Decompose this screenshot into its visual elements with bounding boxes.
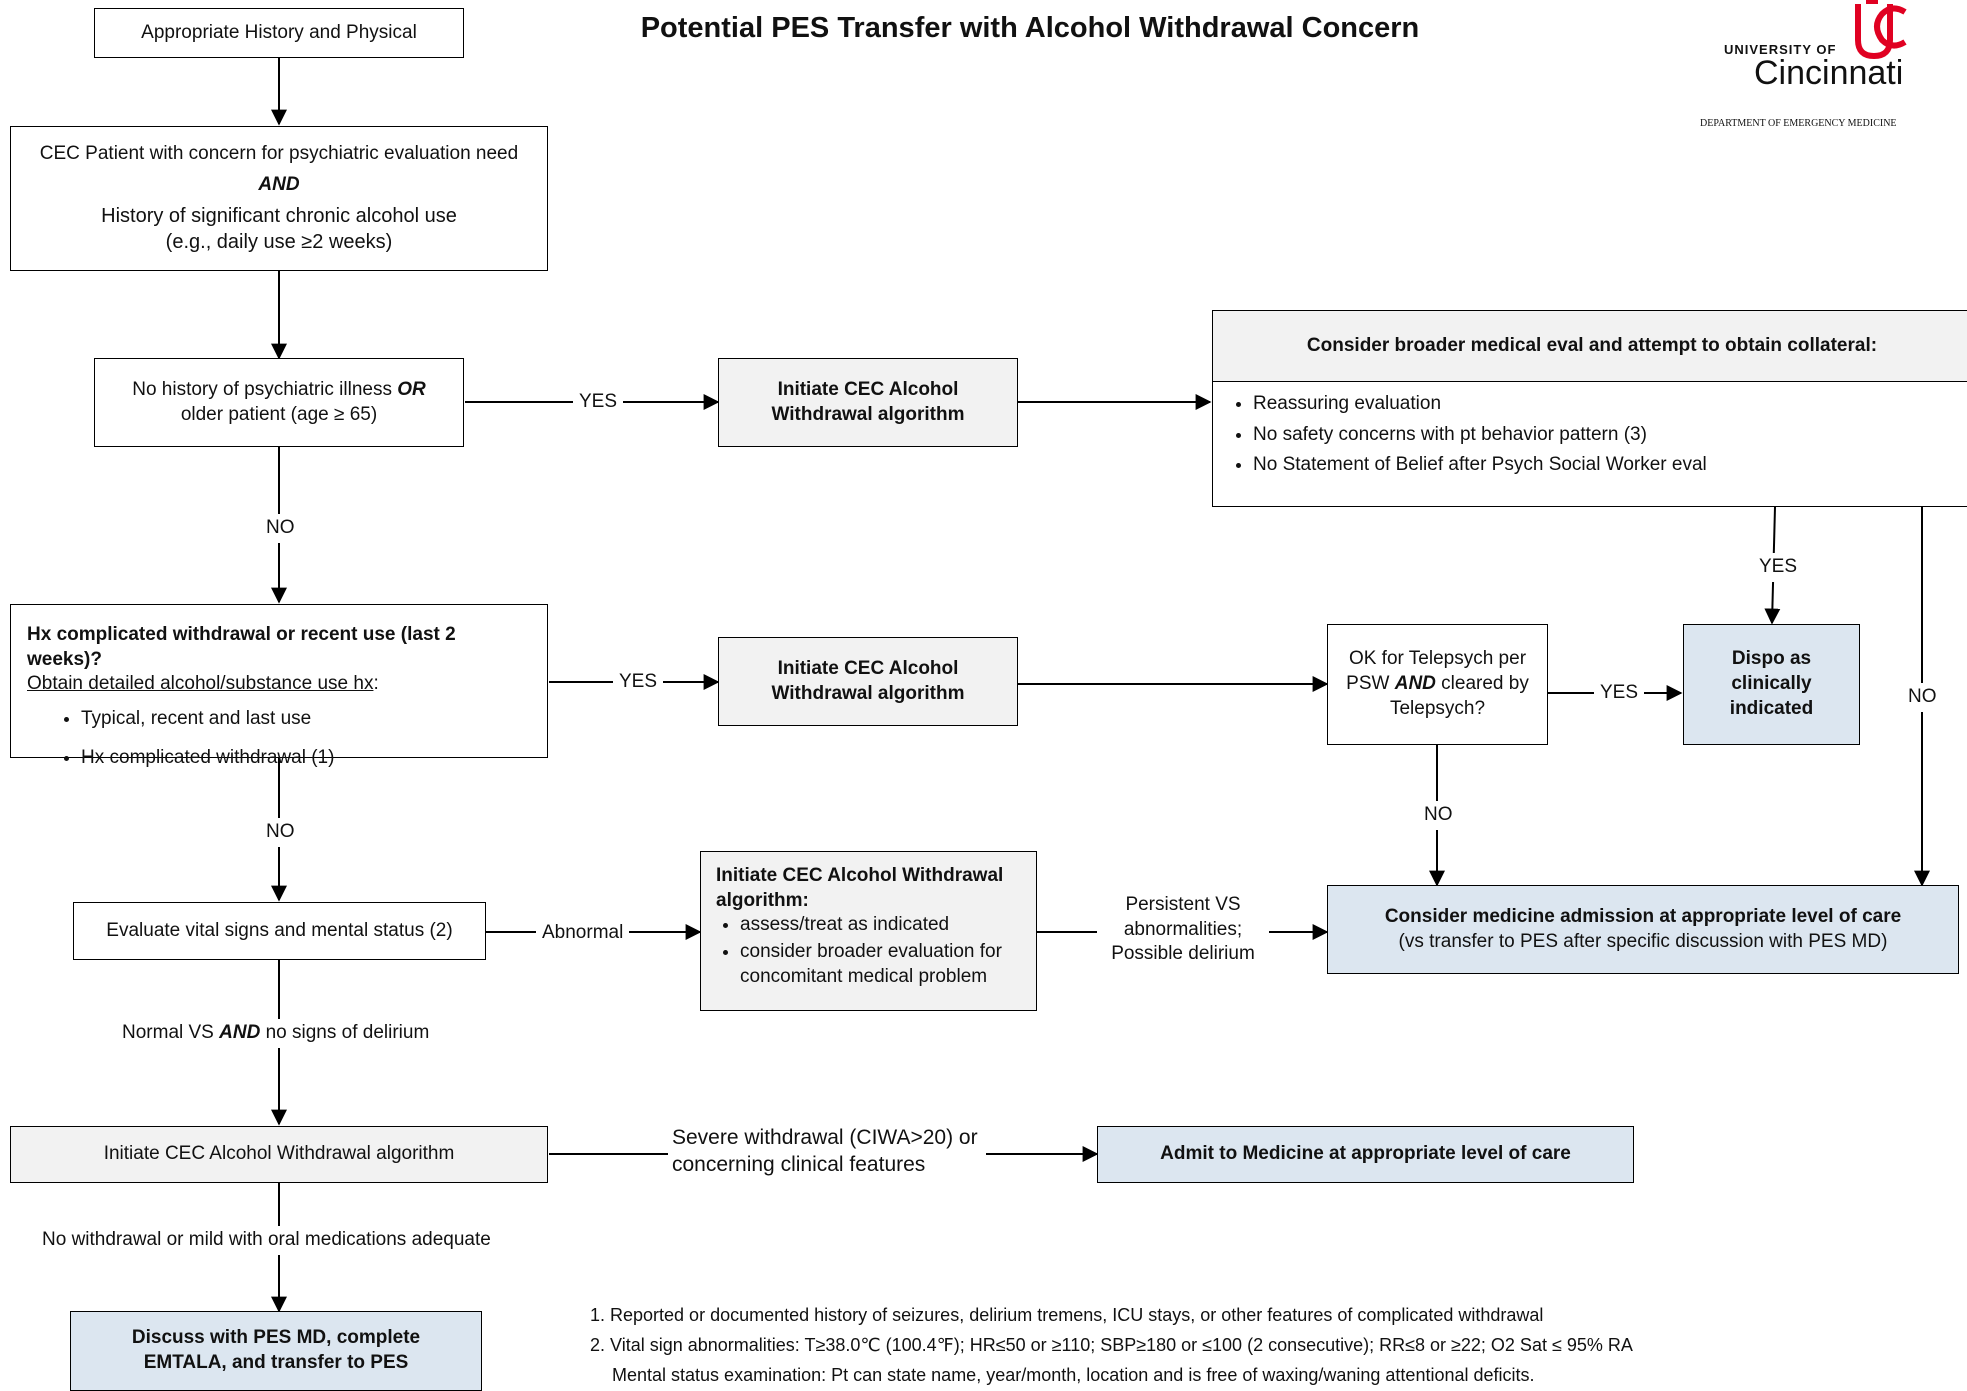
label-no-2: NO xyxy=(264,818,297,847)
broader-eval-item: No Statement of Belief after Psych Socia… xyxy=(1253,453,1967,478)
broader-eval-item: Reassuring evaluation xyxy=(1253,392,1967,417)
initiate-cec-text-1: Initiate CEC Alcohol Withdrawal algorith… xyxy=(771,378,965,425)
initiate-cec-3-list: assess/treat as indicated consider broad… xyxy=(716,913,1022,989)
history-physical-box: Appropriate History and Physical xyxy=(94,8,464,58)
label-normal-vs-a: Normal VS xyxy=(122,1022,214,1043)
initiate-cec-box-2: Initiate CEC Alcohol Withdrawal algorith… xyxy=(718,637,1018,726)
telepsych-line1: OK for Telepsych per xyxy=(1348,648,1527,670)
initiate-cec-box-4: Initiate CEC Alcohol Withdrawal algorith… xyxy=(10,1126,548,1183)
telepsych-line2: PSW AND cleared by xyxy=(1346,672,1529,697)
label-no-1: NO xyxy=(264,514,297,543)
discuss-pes-box: Discuss with PES MD, complete EMTALA, an… xyxy=(70,1311,482,1391)
label-yes-2: YES xyxy=(613,670,664,695)
hx-complicated-list: Typical, recent and last use Hx complica… xyxy=(27,707,533,770)
initiate-cec-3-heading: Initiate CEC Alcohol Withdrawal algorith… xyxy=(716,865,1004,911)
broader-eval-list: Reassuring evaluation No safety concerns… xyxy=(1213,382,1967,478)
university-logo: UNIVERSITY OF Cincinnati DEPARTMENT OF E… xyxy=(1700,0,1967,130)
label-no-broader: NO xyxy=(1906,683,1939,712)
telepsych-line3: Telepsych? xyxy=(1389,697,1486,719)
cec-patient-line3: (e.g., daily use ≥2 weeks) xyxy=(165,231,393,254)
label-abnormal: Abnormal xyxy=(536,921,630,946)
hx-complicated-box: Hx complicated withdrawal or recent use … xyxy=(10,604,548,768)
label-no-withdrawal: No withdrawal or mild with oral medicati… xyxy=(36,1226,497,1255)
no-psych-line2: older patient (age ≥ 65) xyxy=(180,403,378,425)
initiate-cec-box-3: Initiate CEC Alcohol Withdrawal algorith… xyxy=(700,851,1037,1011)
consider-admission-sub: (vs transfer to PES after specific discu… xyxy=(1398,930,1888,952)
label-normal-vs-b: no signs of delirium xyxy=(265,1022,430,1043)
discuss-pes-text: Discuss with PES MD, complete EMTALA, an… xyxy=(131,1327,421,1373)
no-psych-or: OR xyxy=(397,378,426,400)
label-no-telepsych: NO xyxy=(1422,801,1455,830)
logo-cincinnati: Cincinnati xyxy=(1754,54,1904,92)
label-yes-1: YES xyxy=(573,390,624,415)
history-physical-text: Appropriate History and Physical xyxy=(141,21,417,43)
telepsych-cleared: cleared by xyxy=(1441,673,1529,695)
label-normal-vs-and: AND xyxy=(219,1022,261,1043)
hx-complicated-subheading-row: Obtain detailed alcohol/substance use hx… xyxy=(27,672,533,697)
footnote-1: 1. Reported or documented history of sei… xyxy=(590,1305,1544,1325)
hx-complicated-subheading: Obtain detailed alcohol/substance use hx xyxy=(27,673,374,695)
initiate-cec-text-2: Initiate CEC Alcohol Withdrawal algorith… xyxy=(771,657,965,704)
evaluate-vitals-box: Evaluate vital signs and mental status (… xyxy=(73,902,486,960)
no-psych-line1-text: No history of psychiatric illness xyxy=(132,378,392,400)
initiate-cec-box-1: Initiate CEC Alcohol Withdrawal algorith… xyxy=(718,358,1018,447)
footnote-2: 2. Vital sign abnormalities: T≥38.0℃ (10… xyxy=(590,1335,1633,1355)
evaluate-vitals-text: Evaluate vital signs and mental status (… xyxy=(106,919,453,941)
broader-eval-box: Consider broader medical eval and attemp… xyxy=(1212,310,1967,507)
telepsych-and: AND xyxy=(1394,673,1436,695)
label-normal-vs: Normal VS AND no signs of delirium xyxy=(116,1019,436,1048)
label-persistent-vs: Persistent VS abnormalities; Possible de… xyxy=(1097,893,1269,968)
footnotes: 1. Reported or documented history of sei… xyxy=(590,1300,1950,1390)
no-psych-history-box: No history of psychiatric illness OR old… xyxy=(94,358,464,447)
hx-complicated-heading: Hx complicated withdrawal or recent use … xyxy=(27,624,456,670)
hx-complicated-item: Hx complicated withdrawal (1) xyxy=(81,746,533,771)
uc-logo-icon xyxy=(1855,0,1907,60)
broader-eval-heading: Consider broader medical eval and attemp… xyxy=(1213,311,1967,382)
label-yes-broader: YES xyxy=(1757,553,1800,582)
logo-university-of: UNIVERSITY OF xyxy=(1724,42,1837,57)
initiate-cec-text-4: Initiate CEC Alcohol Withdrawal algorith… xyxy=(103,1143,455,1165)
cec-patient-box: CEC Patient with concern for psychiatric… xyxy=(10,126,548,271)
admit-medicine-text: Admit to Medicine at appropriate level o… xyxy=(1160,1143,1571,1165)
broader-eval-item: No safety concerns with pt behavior patt… xyxy=(1253,423,1967,448)
dispo-text: Dispo as clinically indicated xyxy=(1729,648,1814,719)
no-psych-line1: No history of psychiatric illness OR xyxy=(132,378,426,403)
broader-eval-heading-text: Consider broader medical eval and attemp… xyxy=(1306,334,1878,356)
initiate-cec-3-item: assess/treat as indicated xyxy=(740,913,1022,938)
hx-complicated-item: Typical, recent and last use xyxy=(81,707,533,732)
logo-department: DEPARTMENT OF EMERGENCY MEDICINE xyxy=(1700,118,1897,129)
cec-patient-line2: History of significant chronic alcohol u… xyxy=(101,205,457,228)
dispo-box: Dispo as clinically indicated xyxy=(1683,624,1860,745)
cec-patient-and: AND xyxy=(258,173,300,195)
admit-medicine-box: Admit to Medicine at appropriate level o… xyxy=(1097,1126,1634,1183)
consider-admission-heading: Consider medicine admission at appropria… xyxy=(1384,905,1902,927)
initiate-cec-3-item: consider broader evaluation for concomit… xyxy=(740,940,1022,989)
diagram-title: Potential PES Transfer with Alcohol With… xyxy=(640,12,1420,44)
cec-patient-line1: CEC Patient with concern for psychiatric… xyxy=(39,142,519,164)
label-yes-telepsych: YES xyxy=(1594,681,1645,706)
telepsych-psw: PSW xyxy=(1346,673,1390,695)
hx-complicated-colon: : xyxy=(373,673,379,695)
telepsych-box: OK for Telepsych per PSW AND cleared by … xyxy=(1327,624,1548,745)
consider-admission-box: Consider medicine admission at appropria… xyxy=(1327,885,1959,974)
footnote-3: Mental status examination: Pt can state … xyxy=(612,1365,1535,1385)
label-severe-withdrawal: Severe withdrawal (CIWA>20) or concernin… xyxy=(668,1124,986,1179)
